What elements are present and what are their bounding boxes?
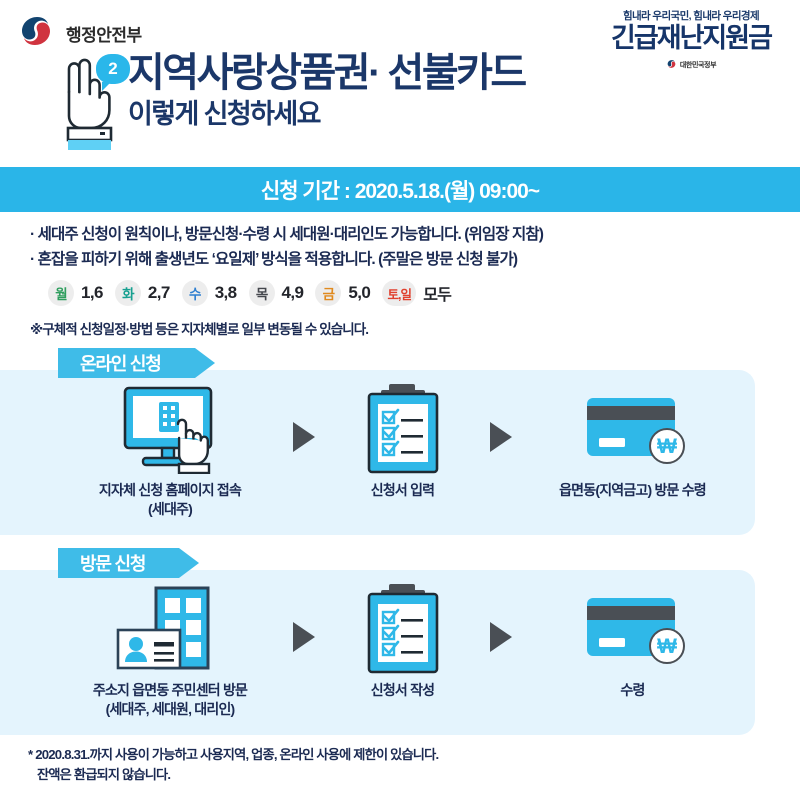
day-chip-thu: 목 (248, 280, 275, 306)
day-rule-group-tue: 화 2,7 (114, 280, 170, 306)
step-number-badge: 2 (96, 54, 130, 91)
government-mark: 대한민국정부 (596, 56, 786, 74)
flow-step: ₩ 수령 (525, 582, 740, 700)
flow-step-caption: 신청서 작성 (370, 682, 435, 698)
application-period-text: 신청 기간 : 2020.5.18.(월) 09:00~ (260, 179, 540, 203)
clipboard-checklist-icon (361, 582, 445, 674)
flow-step-caption: 주소지 읍면동 주민센터 방문 (세대주, 세대원, 대리인) (92, 682, 248, 717)
bullet-item: · 혼잡을 피하기 위해 출생년도 ‘요일제’ 방식을 적용합니다. (주말은 … (30, 251, 518, 269)
footer-notes: * 2020.8.31.까지 사용이 가능하고 사용지역, 업종, 온라인 사용… (28, 745, 728, 785)
bullet-item: · 세대주 신청이 원칙이나, 방문신청·수령 시 세대원·대리인도 가능합니다… (30, 226, 544, 243)
title-line-2: 이렇게 신청하세요 (128, 99, 321, 130)
monitor-hand-click-icon (115, 382, 225, 474)
taegeuk-logo-icon (666, 56, 677, 74)
campaign-brand: 힘내라 우리국민, 힘내라 우리경제 긴급재난지원금 대한민국정부 (596, 10, 786, 74)
taegeuk-logo-icon (16, 14, 56, 53)
flow-step-caption: 지자체 신청 홈페이지 접속 (세대주) (98, 482, 242, 517)
prepaid-card-won-icon: ₩ (575, 382, 691, 474)
flow-step: 지자체 신청 홈페이지 접속 (세대주) (60, 382, 280, 519)
birth-year-day-rule: 월 1,6 화 2,7 수 3,8 목 4,9 금 5,0 토,일 모두 (48, 280, 463, 306)
prepaid-card-won-icon: ₩ (575, 582, 691, 674)
footer-line: 잔액은 환급되지 않습니다. (37, 766, 171, 782)
visit-flow: 주소지 읍면동 주민센터 방문 (세대주, 세대원, 대리인) (60, 582, 740, 719)
building-id-card-icon (110, 582, 230, 674)
visit-section-tag: 방문 신청 (58, 548, 200, 578)
svg-text:₩: ₩ (657, 635, 677, 658)
visit-section-label: 방문 신청 (80, 554, 146, 574)
flow-step: ₩ 읍면동(지역금고) 방문 수령 (525, 382, 740, 500)
bullet-list: · 세대주 신청이 원칙이나, 방문신청·수령 시 세대원·대리인도 가능합니다… (30, 222, 775, 272)
day-rule-group-mon: 월 1,6 (48, 280, 103, 306)
day-digits-mon: 1,6 (81, 283, 103, 302)
flow-step-caption: 수령 (620, 682, 645, 698)
svg-text:₩: ₩ (657, 435, 677, 458)
online-section-label: 온라인 신청 (80, 354, 162, 374)
application-period-banner: 신청 기간 : 2020.5.18.(월) 09:00~ (0, 167, 800, 212)
flow-step: 신청서 작성 (328, 582, 478, 700)
government-label: 대한민국정부 (679, 61, 717, 69)
flow-step: 신청서 입력 (328, 382, 478, 500)
day-digits-fri: 5,0 (348, 283, 371, 302)
flow-step: 주소지 읍면동 주민센터 방문 (세대주, 세대원, 대리인) (60, 582, 280, 719)
ministry-name: 행정안전부 (66, 26, 142, 45)
day-rule-group-weekend: 토,일 모두 (382, 280, 452, 306)
ministry-branding: 행정안전부 (16, 14, 142, 53)
triangle-right-arrow-icon (292, 422, 315, 452)
clipboard-checklist-icon (361, 382, 445, 474)
brand-name: 긴급재난지원금 (611, 22, 773, 53)
title-line-1: 지역사랑상품권· 선불카드 (128, 51, 527, 95)
day-digits-weekend: 모두 (423, 287, 452, 304)
day-rule-group-fri: 금 5,0 (315, 280, 371, 306)
flow-step-caption: 읍면동(지역금고) 방문 수령 (559, 482, 707, 498)
triangle-right-arrow-icon (490, 422, 513, 452)
day-chip-mon: 월 (48, 280, 74, 306)
day-rule-group-wed: 수 3,8 (181, 280, 237, 306)
online-flow: 지자체 신청 홈페이지 접속 (세대주) (60, 382, 740, 519)
page-title: 지역사랑상품권· 선불카드 이렇게 신청하세요 (128, 51, 527, 130)
day-chip-fri: 금 (315, 280, 342, 306)
schedule-note: ※구체적 신청일정·방법 등은 지자체별로 일부 변동될 수 있습니다. (30, 322, 369, 337)
day-digits-thu: 4,9 (281, 283, 304, 302)
two-finger-hand-icon: 2 (50, 52, 138, 152)
triangle-right-arrow-icon (490, 622, 513, 652)
triangle-right-arrow-icon (292, 622, 315, 652)
brand-tagline: 힘내라 우리국민, 힘내라 우리경제 (622, 10, 760, 22)
day-digits-wed: 3,8 (214, 283, 237, 302)
footer-line: * 2020.8.31.까지 사용이 가능하고 사용지역, 업종, 온라인 사용… (28, 747, 439, 762)
online-section-tag: 온라인 신청 (58, 348, 215, 378)
day-chip-weekend: 토,일 (382, 280, 417, 306)
day-chip-wed: 수 (181, 280, 208, 306)
flow-step-caption: 신청서 입력 (370, 482, 435, 498)
day-rule-group-thu: 목 4,9 (248, 280, 304, 306)
day-digits-tue: 2,7 (147, 283, 170, 302)
day-chip-tue: 화 (114, 280, 141, 306)
